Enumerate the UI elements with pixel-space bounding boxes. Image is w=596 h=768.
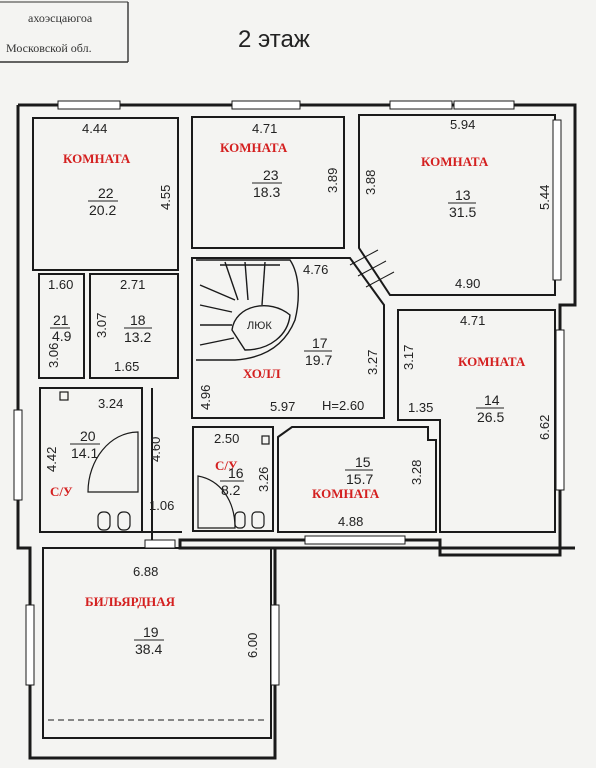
- room-20-number: 20: [80, 428, 96, 444]
- room-18: [89, 273, 179, 379]
- stamp-line2: Московской обл.: [6, 41, 92, 55]
- room-21-number: 21: [53, 312, 69, 328]
- dim-13-width-bottom: 4.90: [455, 276, 480, 291]
- room-14-area: 26.5: [477, 409, 504, 425]
- dim-20-height: 4.42: [44, 447, 59, 472]
- dim-21-height: 3.06: [46, 343, 61, 368]
- room-16-number: 16: [228, 465, 244, 481]
- room-16: [192, 426, 274, 532]
- dim-18-width: 2.71: [120, 277, 145, 292]
- room-13-number: 13: [455, 187, 471, 203]
- ceiling-height: H=2.60: [322, 398, 364, 413]
- dim-20-door: 1.06: [149, 498, 174, 513]
- dim-13-height-right: 5.44: [537, 185, 552, 210]
- room-22-number: 22: [98, 185, 114, 201]
- dim-19-width: 6.88: [133, 564, 158, 579]
- sink-icon: [117, 511, 131, 531]
- bath-fixtures: [59, 391, 270, 531]
- dim-21-width: 1.60: [48, 277, 73, 292]
- room-15-number: 15: [355, 454, 371, 470]
- room-19-number: 19: [143, 624, 159, 640]
- room-14: [397, 309, 556, 533]
- room-20-area: 14.1: [71, 445, 98, 461]
- room-22: [32, 117, 179, 271]
- room-20-name: С/У: [50, 484, 73, 499]
- dim-14-height-left: 3.17: [401, 345, 416, 370]
- dim-17-top-width: 4.76: [303, 262, 328, 277]
- sink-icon: [251, 511, 265, 529]
- room-13-name: КОМНАТА: [421, 154, 489, 169]
- dim-15-height: 3.28: [409, 460, 424, 485]
- room-18-number: 18: [130, 312, 146, 328]
- stamp-line1: ахоэсцаюгоа: [28, 11, 93, 25]
- shower-icon: [87, 431, 139, 493]
- room-13: [358, 114, 556, 296]
- dim-23-width: 4.71: [252, 121, 277, 136]
- dim-14-step: 1.35: [408, 400, 433, 415]
- dim-18-height: 3.07: [94, 313, 109, 338]
- room-14-name: КОМНАТА: [458, 354, 526, 369]
- room-19-area: 38.4: [135, 641, 162, 657]
- dim-13-width-top: 5.94: [450, 117, 475, 132]
- archive-stamp: ахоэсцаюгоа Московской обл.: [0, 1, 129, 63]
- dim-17-height-right: 3.27: [365, 350, 380, 375]
- room-17-number: 17: [312, 335, 328, 351]
- room-17-name: ХОЛЛ: [243, 366, 281, 381]
- room-13-area: 31.5: [449, 204, 476, 220]
- dim-23-height: 3.89: [325, 168, 340, 193]
- shower-icon: [197, 475, 236, 529]
- room-16-name: С/У: [215, 458, 238, 473]
- room-17-area: 19.7: [305, 352, 332, 368]
- dim-16-height: 3.26: [256, 467, 271, 492]
- room-21-area: 4.9: [52, 328, 72, 344]
- room-15-area: 15.7: [346, 471, 373, 487]
- room-17: [191, 257, 385, 419]
- dim-20-width: 3.24: [98, 396, 123, 411]
- dim-17-height-left: 4.96: [198, 385, 213, 410]
- room-15-name: КОМНАТА: [312, 486, 380, 501]
- room-23-number: 23: [263, 167, 279, 183]
- dim-22-height: 4.55: [158, 185, 173, 210]
- page-title: 2 этаж: [238, 26, 310, 53]
- room-18-area: 13.2: [124, 329, 151, 345]
- door-room-13: [349, 249, 395, 288]
- room-15: [277, 426, 437, 533]
- room-23-area: 18.3: [253, 184, 280, 200]
- toilet-icon: [234, 511, 246, 529]
- dim-16-width: 2.50: [214, 431, 239, 446]
- dim-20-height-right: 4.60: [148, 437, 163, 462]
- dim-18-bottom-width: 1.65: [114, 359, 139, 374]
- room-22-name: КОМНАТА: [63, 151, 131, 166]
- dim-22-width: 4.44: [82, 121, 107, 136]
- dim-17-width: 5.97: [270, 399, 295, 414]
- hatch-label: ЛЮК: [247, 320, 272, 332]
- dim-13-height-left: 3.88: [363, 170, 378, 195]
- room-19-name: БИЛЬЯРДНАЯ: [85, 594, 176, 609]
- dim-14-height-right: 6.62: [537, 415, 552, 440]
- staircase: [196, 259, 299, 361]
- windows: [13, 100, 565, 721]
- room-16-area: 8.2: [221, 482, 241, 498]
- room-21: [38, 273, 85, 379]
- room-14-number: 14: [484, 392, 500, 408]
- dim-19-height: 6.00: [245, 633, 260, 658]
- dim-15-width: 4.88: [338, 514, 363, 529]
- toilet-icon: [97, 511, 111, 531]
- dim-14-width: 4.71: [460, 313, 485, 328]
- room-23: [191, 116, 345, 249]
- room-23-name: КОМНАТА: [220, 140, 288, 155]
- room-22-area: 20.2: [89, 202, 116, 218]
